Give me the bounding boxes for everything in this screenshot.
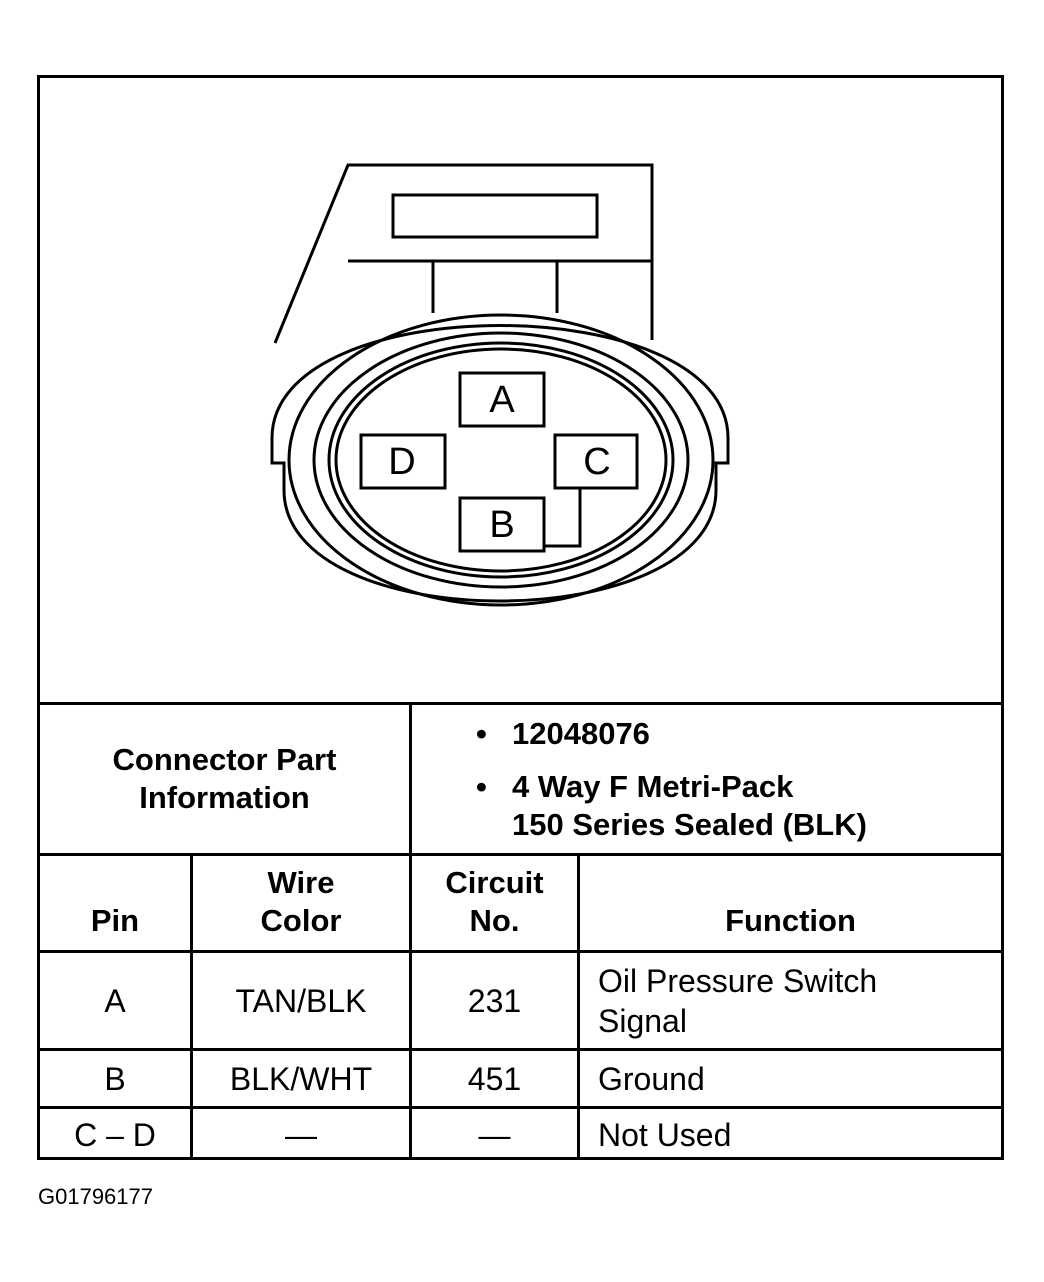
header-wire-color: Wire Color	[193, 856, 409, 950]
bullet-icon: •	[476, 769, 487, 804]
divider-row-a-b	[40, 1048, 1001, 1051]
header-circuit-line2: No.	[469, 903, 520, 938]
row-a-function-line2: Signal	[598, 1002, 687, 1039]
pin-label-b: B	[489, 504, 515, 546]
header-wire-line1: Wire	[267, 865, 335, 900]
divider-row-b-cd	[40, 1106, 1001, 1109]
row-cd-wire: —	[285, 1116, 317, 1153]
divider-partinfo-header	[40, 853, 1001, 856]
header-circuit-line1: Circuit	[445, 865, 544, 900]
row-b-circuit: 451	[467, 1060, 522, 1097]
row-b-function: Ground	[598, 1060, 705, 1097]
pin-label-d: D	[388, 441, 416, 483]
divider-diagram-table	[40, 702, 1001, 705]
row-a-circuit: 231	[467, 982, 522, 1019]
header-function: Function	[725, 903, 856, 938]
row-b-wire: BLK/WHT	[229, 1060, 373, 1097]
row-b-pin: B	[104, 1060, 126, 1097]
pin-label-a: A	[489, 379, 515, 421]
header-pin: Pin	[90, 903, 140, 938]
column-divider-circuit	[577, 856, 580, 1160]
part-info-label: Connector Part Information	[112, 742, 337, 815]
connector-outline	[270, 163, 730, 607]
row-cd-pin: C – D	[74, 1116, 156, 1153]
row-a-wire: TAN/BLK	[235, 982, 367, 1019]
divider-header-row-a	[40, 950, 1001, 953]
row-a-function-line1: Oil Pressure Switch	[598, 962, 878, 999]
pin-cavity-b	[458, 496, 546, 553]
part-description: 4 Way F Metri-Pack 150 Series Sealed (BL…	[512, 768, 867, 844]
figure-id: G01796177	[38, 1184, 153, 1209]
divider-partinfo-vertical	[409, 705, 412, 853]
part-description-line2: 150 Series Sealed (BLK)	[512, 807, 867, 842]
row-cd-function: Not Used	[598, 1116, 732, 1153]
pin-cavity-a	[458, 371, 546, 428]
connector-figure-frame: A B C D Connector Part Information • 120…	[37, 75, 1004, 1160]
column-divider-wire	[409, 856, 412, 1160]
row-a-function: Oil Pressure Switch Signal	[580, 953, 1001, 1048]
part-info-item: • 4 Way F Metri-Pack 150 Series Sealed (…	[476, 768, 867, 844]
part-description-line1: 4 Way F Metri-Pack	[512, 769, 794, 804]
row-a-pin: A	[104, 982, 126, 1019]
bullet-icon: •	[476, 716, 487, 751]
header-wire-line2: Color	[260, 903, 342, 938]
part-info-item: • 12048076	[476, 715, 650, 753]
header-circuit-no: Circuit No.	[412, 856, 577, 950]
pin-cavity-d	[359, 433, 447, 490]
column-divider-pin	[190, 856, 193, 1160]
part-number: 12048076	[512, 716, 650, 751]
connector-face-diagram: A B C D	[40, 78, 1001, 702]
pin-label-c: C	[583, 441, 611, 483]
row-cd-circuit: —	[478, 1116, 511, 1153]
